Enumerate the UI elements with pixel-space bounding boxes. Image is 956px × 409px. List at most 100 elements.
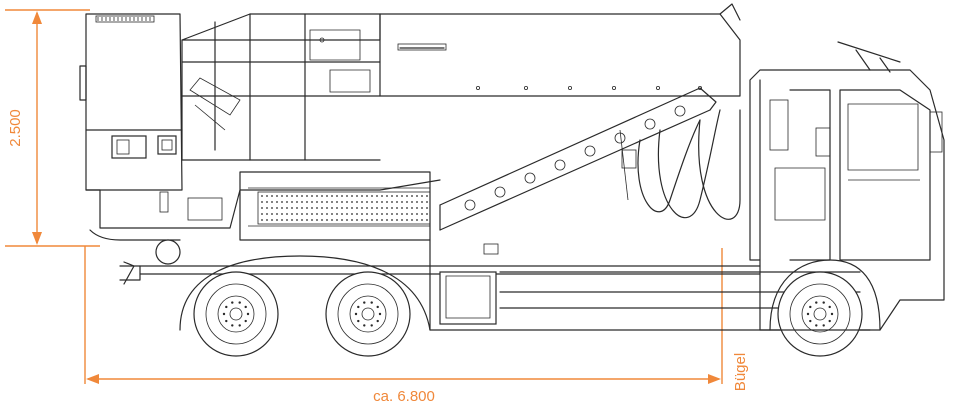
- lug-nut: [376, 305, 379, 309]
- grille-hole: [296, 201, 298, 203]
- lug-nut: [244, 305, 247, 309]
- grille-hole: [266, 201, 268, 203]
- grille-hole: [376, 195, 378, 197]
- grille-hole: [281, 213, 283, 215]
- grille-hole: [281, 201, 283, 203]
- grille-hole: [346, 219, 348, 221]
- grille-hole: [321, 207, 323, 209]
- lug-nut: [244, 319, 247, 323]
- grille-hole: [271, 207, 273, 209]
- front-wheel: [777, 271, 863, 357]
- lug-nut: [822, 301, 825, 304]
- grille-hole: [406, 195, 408, 197]
- grille-hole: [336, 195, 338, 197]
- grille-hole: [406, 213, 408, 215]
- grille-hole: [341, 219, 343, 221]
- grille-hole: [296, 195, 298, 197]
- lug-nut: [378, 312, 382, 316]
- grille-hole: [316, 213, 318, 215]
- grille-hole: [401, 195, 403, 197]
- grille-hole: [331, 207, 333, 209]
- grille-hole: [326, 207, 328, 209]
- grille-hole: [376, 207, 378, 209]
- grille-hole: [286, 195, 288, 197]
- grille-hole: [266, 219, 268, 221]
- grille-hole: [401, 207, 403, 209]
- grille-hole: [316, 219, 318, 221]
- grille-hole: [266, 213, 268, 215]
- grille-hole: [391, 207, 393, 209]
- grille-hole: [426, 207, 428, 209]
- lug-nut: [238, 301, 241, 304]
- grille-hole: [271, 213, 273, 215]
- lug-nut: [815, 301, 818, 304]
- vent-grille: [257, 191, 431, 225]
- grille-hole: [346, 201, 348, 203]
- grille-hole: [286, 201, 288, 203]
- grille-hole: [321, 213, 323, 215]
- lug-nut: [231, 324, 234, 327]
- grille-hole: [426, 219, 428, 221]
- grille-hole: [296, 213, 298, 215]
- grille-hole: [301, 201, 303, 203]
- grille-hole: [401, 201, 403, 203]
- grille-hole: [376, 219, 378, 221]
- lug-nut: [363, 324, 366, 327]
- lug-nut: [809, 319, 812, 323]
- grille-hole: [421, 213, 423, 215]
- grille-hole: [281, 219, 283, 221]
- grille-hole: [311, 195, 313, 197]
- lug-nut: [809, 305, 812, 309]
- grille-hole: [306, 195, 308, 197]
- grille-hole: [371, 201, 373, 203]
- grille-hole: [316, 207, 318, 209]
- grille-hole: [356, 195, 358, 197]
- grille-hole: [331, 213, 333, 215]
- grille-hole: [411, 213, 413, 215]
- grille-hole: [326, 201, 328, 203]
- wheel-arches: [179, 255, 881, 331]
- grille-hole: [321, 195, 323, 197]
- grille-hole: [351, 207, 353, 209]
- grille-hole: [336, 207, 338, 209]
- grille-hole: [306, 207, 308, 209]
- lug-nut: [828, 305, 831, 309]
- grille-hole: [411, 195, 413, 197]
- grille-hole: [321, 219, 323, 221]
- grille-hole: [361, 219, 363, 221]
- grille-hole: [381, 219, 383, 221]
- grille-hole: [426, 201, 428, 203]
- lug-nut: [806, 312, 810, 316]
- grille-hole: [376, 201, 378, 203]
- reference-label: Bügel: [732, 353, 749, 391]
- grille-hole: [416, 195, 418, 197]
- grille-hole: [301, 207, 303, 209]
- height-label: 2.500: [7, 109, 24, 147]
- grille-hole: [356, 207, 358, 209]
- grille-hole: [346, 213, 348, 215]
- grille-hole: [341, 213, 343, 215]
- grille-hole: [366, 213, 368, 215]
- grille-hole: [406, 207, 408, 209]
- lug-nut: [822, 324, 825, 327]
- grille-hole: [311, 213, 313, 215]
- grille-hole: [276, 219, 278, 221]
- grille-hole: [306, 219, 308, 221]
- grille-hole: [261, 201, 263, 203]
- grille-hole: [341, 207, 343, 209]
- grille-hole: [291, 195, 293, 197]
- grille-hole: [311, 207, 313, 209]
- grille-hole: [336, 213, 338, 215]
- grille-hole: [391, 201, 393, 203]
- grille-hole: [281, 207, 283, 209]
- grille-hole: [291, 219, 293, 221]
- grille-hole: [316, 201, 318, 203]
- grille-hole: [261, 207, 263, 209]
- grille-hole: [401, 213, 403, 215]
- grille-hole: [276, 201, 278, 203]
- grille-hole: [311, 201, 313, 203]
- grille-hole: [341, 201, 343, 203]
- grille-hole: [371, 207, 373, 209]
- grille-hole: [366, 195, 368, 197]
